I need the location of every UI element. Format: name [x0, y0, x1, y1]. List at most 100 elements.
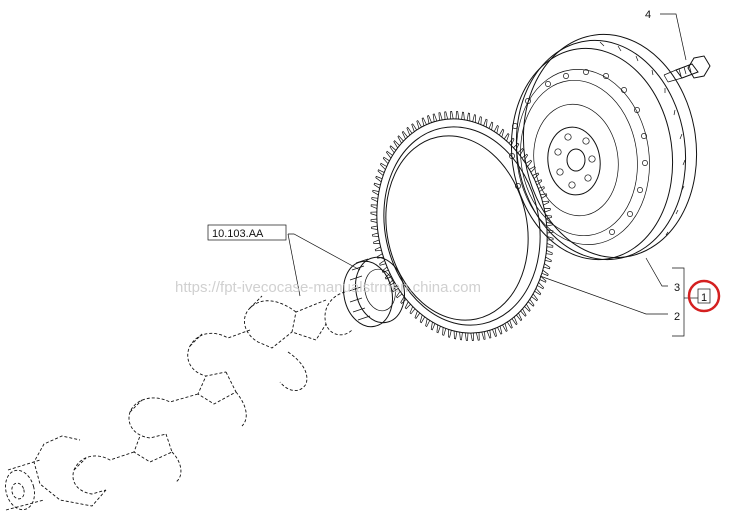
gear-tooth: [493, 124, 499, 134]
assembly-callout[interactable]: 1: [687, 279, 721, 313]
crankshaft-reference[interactable]: 10.103.AA: [207, 224, 287, 241]
gear-tooth: [477, 116, 482, 125]
gear-tooth: [486, 330, 492, 339]
callout-2[interactable]: 2: [674, 311, 680, 323]
gear-tooth: [404, 301, 411, 310]
gear-tooth: [488, 121, 494, 131]
flywheel-bolt[interactable]: [663, 55, 711, 83]
gear-tooth: [377, 169, 385, 176]
gear-tooth: [502, 323, 508, 332]
gear-tooth: [492, 328, 497, 337]
gear-tooth: [393, 140, 400, 149]
gear-tooth: [421, 117, 427, 126]
gear-tooth: [371, 197, 378, 203]
gear-tooth: [384, 273, 392, 280]
gear-tooth: [532, 172, 540, 179]
gear-tooth: [546, 222, 553, 227]
ring-gear[interactable]: [357, 103, 566, 349]
gear-tooth: [374, 246, 382, 252]
gear-tooth: [521, 153, 529, 161]
gear-tooth: [406, 126, 413, 136]
gear-tooth: [529, 166, 536, 173]
gear-tooth: [436, 324, 441, 334]
gear-tooth: [430, 321, 436, 331]
gear-tooth: [389, 145, 397, 154]
gear-tooth: [459, 332, 463, 341]
gear-tooth: [373, 239, 380, 244]
gear-tooth: [483, 118, 488, 128]
gear-tooth: [432, 113, 438, 122]
gear-tooth: [373, 182, 381, 189]
gear-tooth: [464, 332, 469, 341]
gear-tooth: [416, 120, 422, 129]
gear-tooth: [401, 130, 408, 140]
gear-tooth: [503, 132, 510, 142]
flywheel[interactable]: [498, 23, 711, 270]
gear-tooth: [547, 236, 554, 241]
gear-tooth: [455, 111, 460, 120]
gear-tooth: [386, 150, 393, 159]
gear-tooth: [442, 327, 447, 336]
gear-tooth: [409, 306, 416, 315]
gear-tooth: [516, 312, 523, 322]
gear-tooth: [497, 326, 503, 335]
gear-tooth: [382, 156, 390, 164]
gear-tooth: [370, 218, 378, 223]
gear-tooth: [395, 291, 403, 299]
gear-tooth: [371, 232, 379, 237]
gear-tooth: [472, 114, 476, 123]
gear-tooth: [538, 186, 545, 192]
gear-tooth: [513, 142, 520, 151]
gear-tooth: [546, 243, 554, 248]
gear-tooth: [466, 112, 471, 122]
gear-tooth: [511, 316, 518, 326]
gear-tooth: [540, 193, 548, 199]
crankshaft-gear[interactable]: [338, 253, 411, 332]
gear-tooth: [475, 332, 480, 341]
gear-tooth: [531, 293, 538, 302]
gear-tooth: [508, 137, 515, 146]
reference-label: 10.103.AA: [212, 228, 264, 240]
gear-tooth: [470, 332, 474, 341]
callout-4[interactable]: 4: [645, 9, 651, 21]
gear-tooth: [546, 249, 553, 255]
gear-tooth: [444, 111, 449, 120]
gear-tooth: [427, 115, 432, 124]
gear-tooth: [370, 204, 378, 209]
gear-tooth: [414, 310, 421, 320]
gear-tooth: [448, 329, 452, 338]
gear-tooth: [397, 135, 404, 144]
gear-tooth: [525, 159, 533, 167]
gear-tooth: [517, 147, 524, 156]
gear-tooth: [539, 276, 547, 283]
leader-lines: [287, 13, 698, 337]
gear-tooth: [527, 298, 535, 307]
gear-tooth: [388, 279, 395, 286]
gear-tooth: [535, 179, 543, 186]
gear-tooth: [372, 189, 380, 196]
gear-tooth: [498, 128, 505, 138]
watermark-text: https://fpt-ivecocase-manualstrmen.china…: [175, 279, 481, 296]
gear-tooth: [453, 330, 458, 340]
gear-tooth: [450, 111, 454, 120]
highlight-circle: [687, 279, 721, 313]
gear-tooth: [375, 175, 383, 183]
gear-tooth: [481, 331, 486, 340]
gear-tooth: [542, 200, 550, 206]
gear-tooth: [524, 303, 531, 312]
gear-tooth: [507, 320, 513, 329]
callout-3[interactable]: 3: [674, 282, 680, 294]
gear-tooth: [419, 314, 426, 324]
gear-tooth: [544, 256, 552, 263]
gear-tooth: [381, 266, 389, 273]
gear-tooth: [543, 263, 551, 270]
gear-tooth: [380, 162, 387, 170]
gear-tooth: [546, 229, 554, 234]
gear-tooth: [544, 208, 551, 213]
gear-tooth: [391, 285, 399, 293]
gear-tooth: [379, 260, 386, 266]
gear-tooth: [534, 288, 542, 296]
gear-tooth: [411, 123, 417, 132]
